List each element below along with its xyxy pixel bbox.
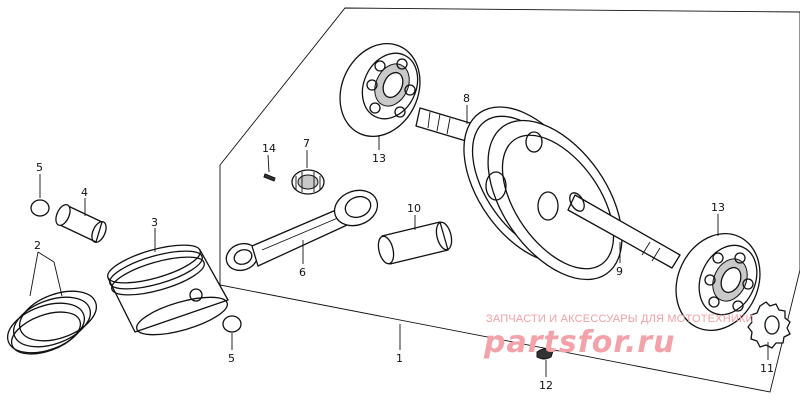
leader-lines	[29, 105, 769, 377]
callout-5-upper: 5	[36, 161, 43, 174]
callout-labels: 5 4 3 2 5 6 7 14 10 8 13 9 13 1 12 11	[34, 92, 774, 392]
watermark-logo: partsfor.ru	[483, 325, 675, 360]
needle-bearing	[291, 169, 325, 195]
callout-10: 10	[407, 202, 421, 215]
small-pin	[263, 173, 276, 182]
crankshaft	[415, 106, 681, 281]
piston-rings	[7, 290, 97, 355]
bearing-upper	[339, 42, 421, 138]
clip-upper	[30, 199, 50, 217]
callout-13-lower: 13	[711, 201, 725, 214]
watermark: ЗАПЧАСТИ И АКСЕССУАРЫ ДЛЯ МОТОТЕХНИКИ pa…	[483, 313, 754, 360]
clip-lower	[222, 315, 242, 333]
connecting-rod	[225, 189, 379, 272]
woodruff-key	[536, 348, 554, 360]
callout-8: 8	[463, 92, 470, 105]
callout-6: 6	[299, 266, 306, 279]
watermark-tagline: ЗАПЧАСТИ И АКСЕССУАРЫ ДЛЯ МОТОТЕХНИКИ	[486, 313, 754, 325]
callout-7: 7	[303, 137, 310, 150]
callout-12: 12	[539, 379, 553, 392]
callout-2: 2	[34, 239, 41, 252]
callout-13-upper: 13	[372, 152, 386, 165]
callout-1: 1	[396, 352, 403, 365]
callout-11: 11	[760, 362, 774, 375]
callout-9: 9	[616, 265, 623, 278]
piston-pin	[55, 204, 107, 243]
callout-4: 4	[81, 186, 88, 199]
crank-pin	[377, 221, 453, 265]
piston	[107, 244, 229, 336]
sprocket	[747, 301, 791, 349]
callout-3: 3	[151, 216, 158, 229]
callout-14: 14	[262, 142, 276, 155]
bearing-lower	[675, 232, 761, 332]
callout-5-lower: 5	[228, 352, 235, 365]
